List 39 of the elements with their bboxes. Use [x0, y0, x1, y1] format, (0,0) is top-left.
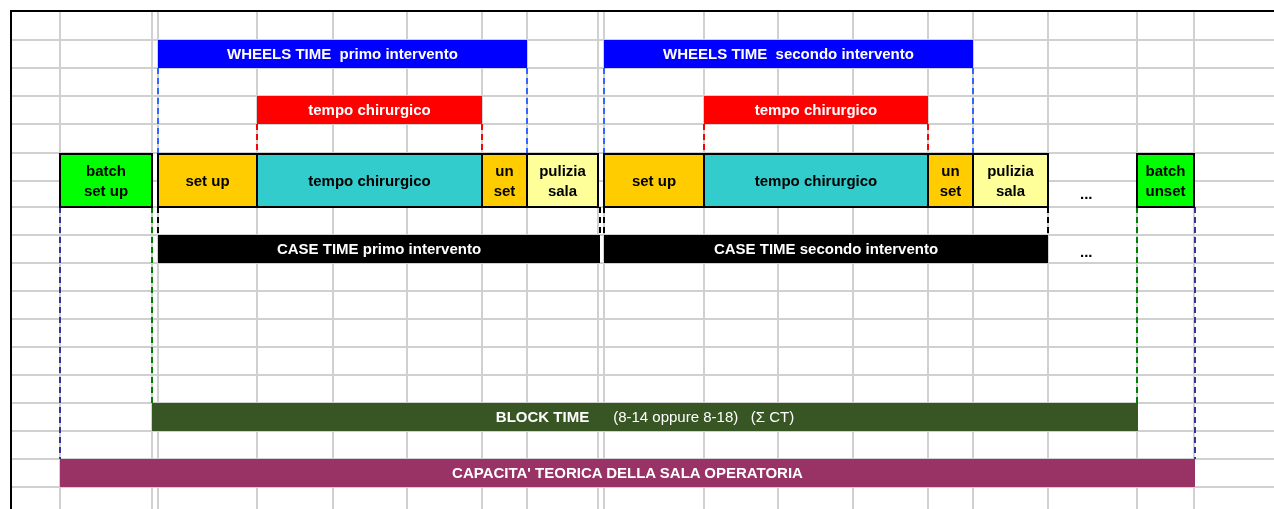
phase-box	[256, 153, 483, 208]
bar-label: un set	[938, 160, 963, 201]
bar-label: tempo chirurgico	[754, 100, 878, 120]
bar-label: WHEELS TIME primo intervento	[227, 44, 458, 64]
time-bar	[158, 235, 600, 263]
phase-box	[603, 153, 705, 208]
phase-box	[481, 153, 528, 208]
time-bar	[704, 96, 928, 124]
time-bar	[257, 96, 482, 124]
phase-box	[703, 153, 929, 208]
phase-box	[526, 153, 599, 208]
phase-box	[157, 153, 258, 208]
bar-label: tempo chirurgico	[308, 100, 431, 120]
time-bar	[158, 40, 527, 68]
bar-label: tempo chirurgico	[754, 170, 878, 191]
bar-label: pulizia sala	[538, 160, 587, 201]
time-bar	[60, 459, 1195, 487]
phase-box	[972, 153, 1049, 208]
bar-label: CAPACITA' TEORICA DELLA SALA OPERATORIA	[452, 463, 803, 483]
time-bar	[152, 403, 1138, 431]
ellipsis-text: ...	[1080, 242, 1093, 262]
bar-label: pulizia sala	[986, 160, 1035, 201]
phase-box	[59, 153, 153, 208]
bar-label: batch unset	[1145, 160, 1186, 201]
bar-label: batch set up	[82, 160, 130, 201]
time-bar	[604, 235, 1048, 263]
bar-label: WHEELS TIME secondo intervento	[663, 44, 914, 64]
bar-label: set up	[185, 170, 230, 191]
bar-label: CASE TIME primo intervento	[276, 239, 482, 259]
time-bar	[604, 40, 973, 68]
bar-label: un set	[492, 160, 517, 201]
bar-label: set up	[631, 170, 677, 191]
bar-label: (8-14 oppure 8-18) (Σ CT)	[613, 407, 795, 427]
phase-box	[1136, 153, 1195, 208]
bar-label: BLOCK TIME	[495, 407, 590, 427]
phase-box	[927, 153, 974, 208]
ellipsis-text: ...	[1080, 184, 1093, 204]
bar-label: CASE TIME secondo intervento	[713, 239, 939, 259]
bar-label: tempo chirurgico	[308, 170, 431, 191]
